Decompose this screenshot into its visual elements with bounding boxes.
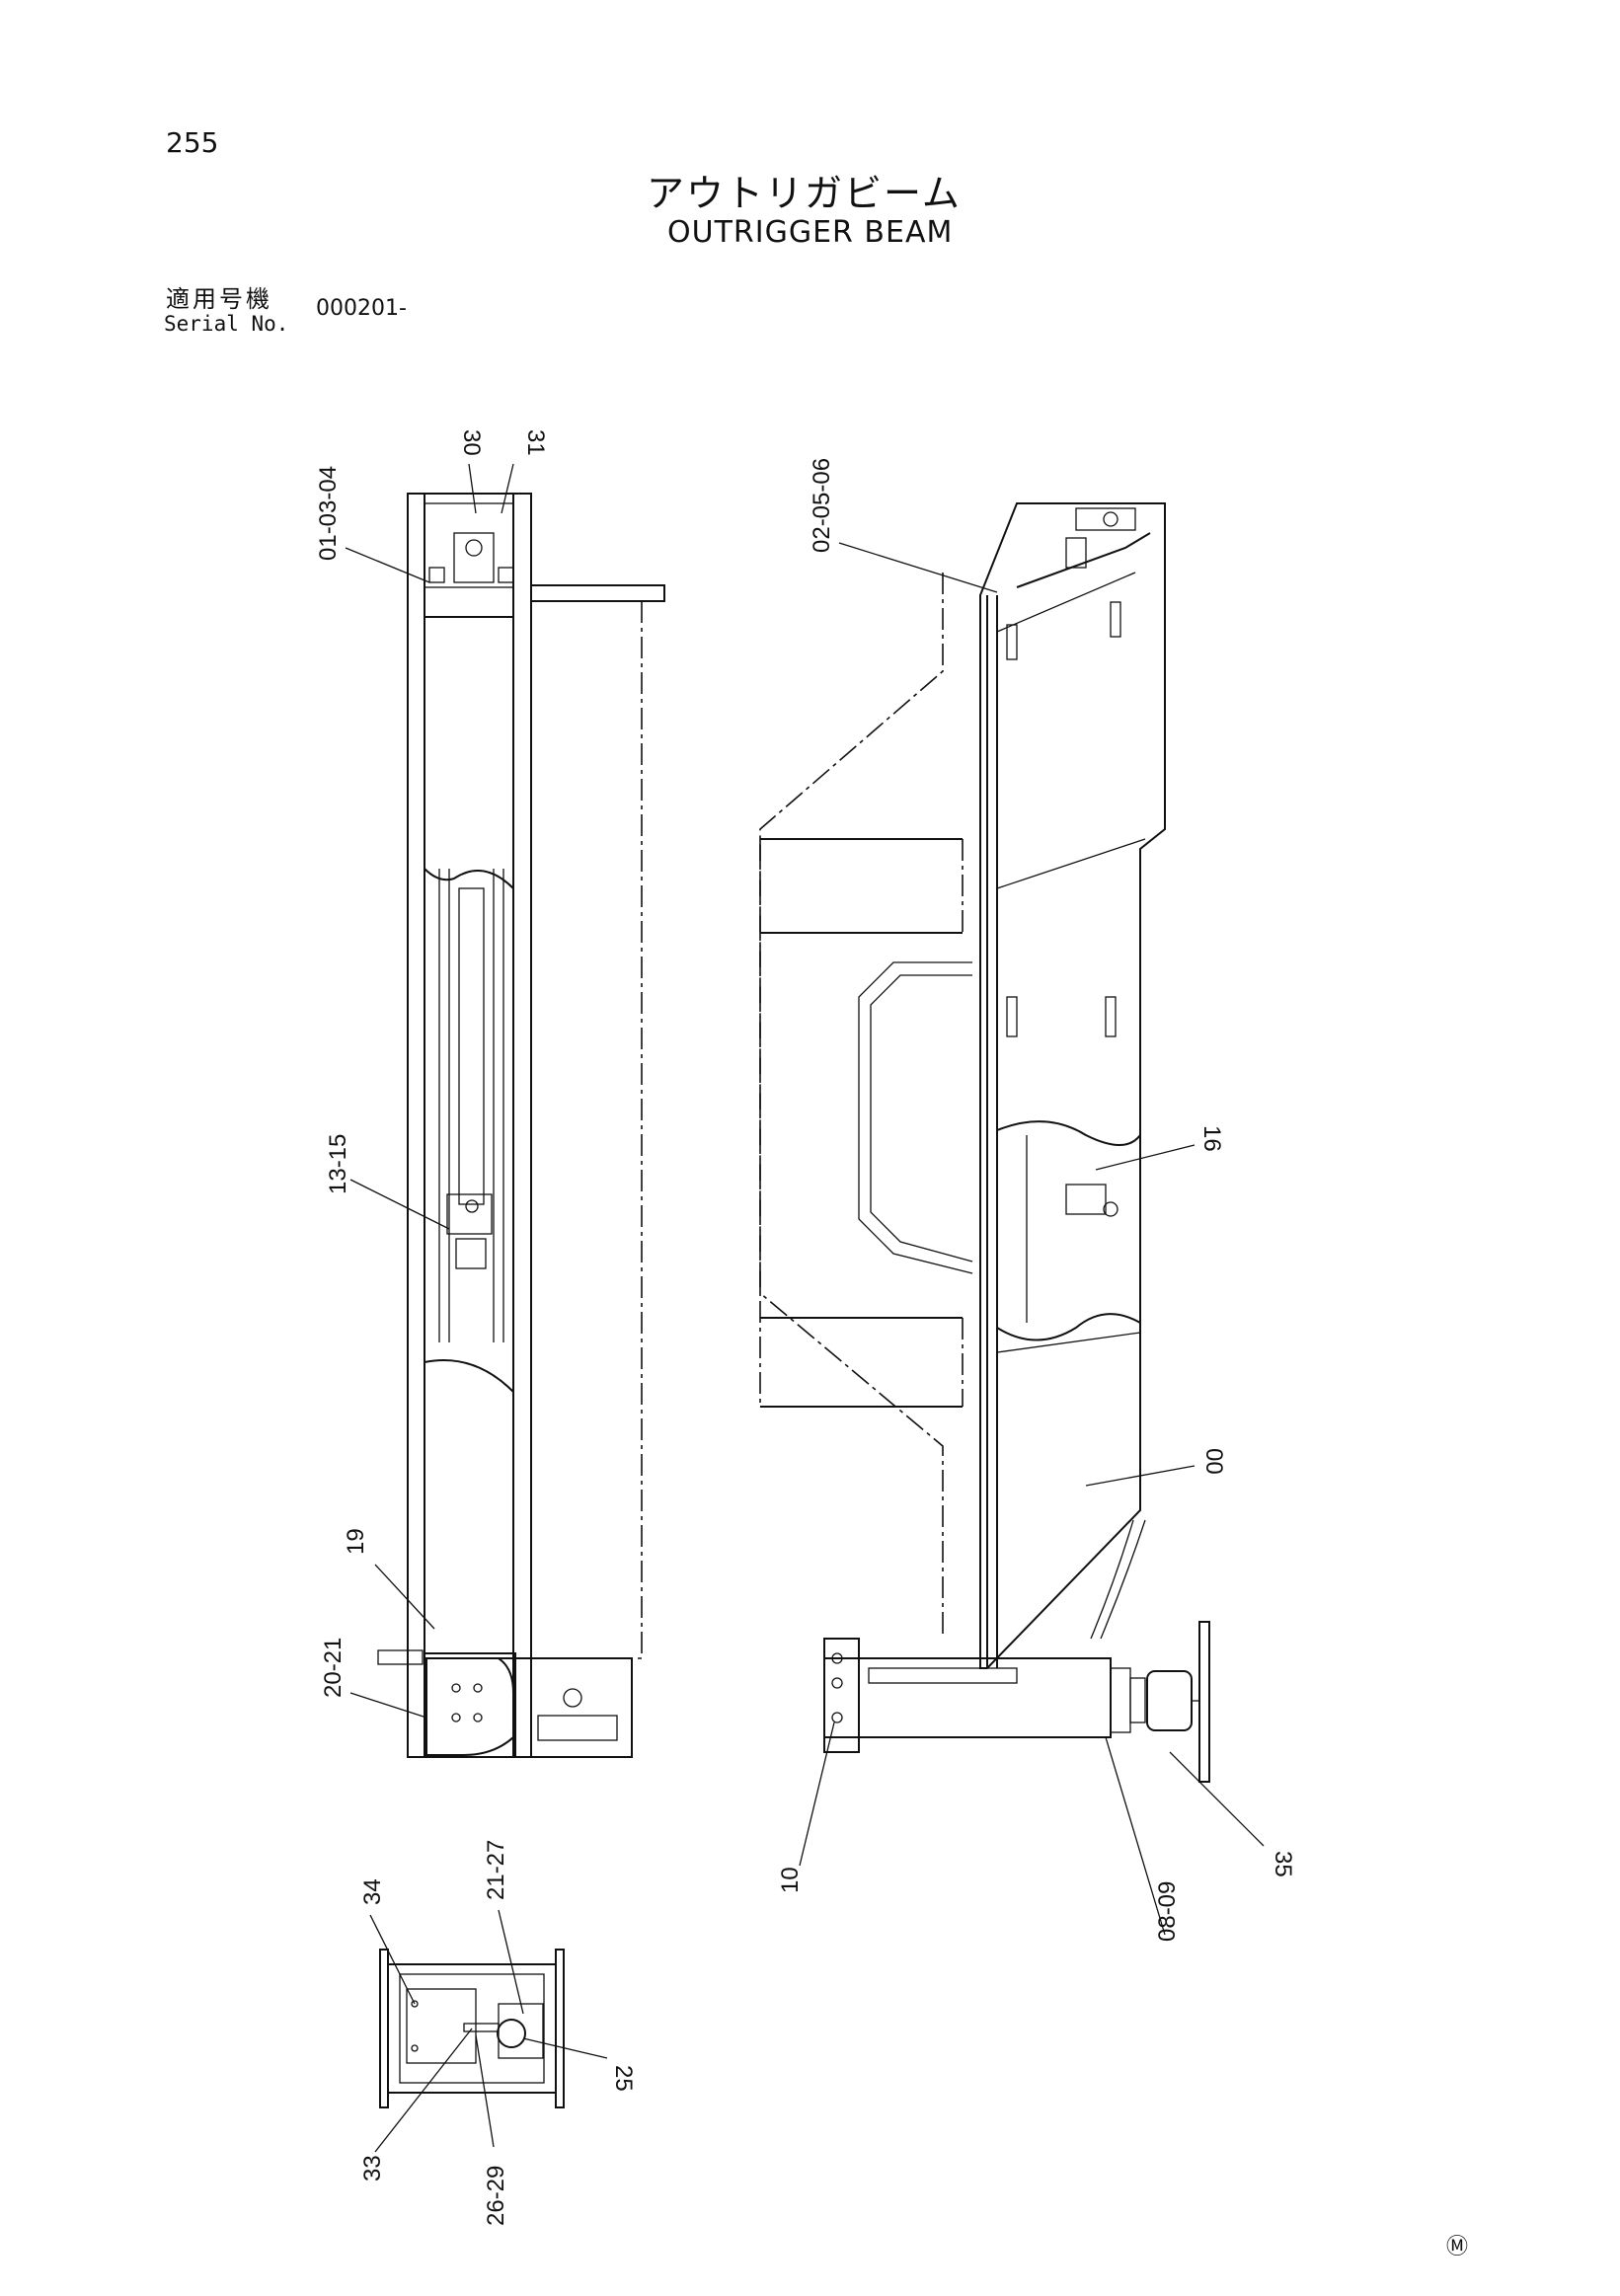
callout-19: 19 [343, 1528, 369, 1555]
serial-number-value: 000201- [316, 296, 407, 321]
beam-side-view [759, 502, 1210, 1783]
callout-33: 33 [359, 2155, 386, 2181]
callout-10: 10 [777, 1867, 804, 1893]
title-english: OUTRIGGER BEAM [667, 215, 954, 250]
callout-02-05-06: 02-05-06 [809, 458, 835, 553]
beam-end-view [379, 1949, 565, 2108]
page-number: 255 [166, 126, 219, 159]
callout-00: 00 [1200, 1448, 1227, 1475]
callout-13-15: 13-15 [325, 1134, 351, 1194]
callout-35: 35 [1270, 1851, 1296, 1877]
callout-16: 16 [1198, 1125, 1225, 1152]
serial-label-english: Serial No. [164, 312, 289, 336]
callout-25: 25 [610, 2065, 637, 2092]
callout-31: 31 [522, 429, 549, 456]
callout-08-09: 08-09 [1154, 1881, 1181, 1942]
callout-26-29: 26-29 [483, 2166, 509, 2226]
callout-01-03-04: 01-03-04 [315, 466, 342, 561]
leader-lines [345, 463, 1265, 2153]
title-japanese: アウトリガビーム [647, 172, 962, 215]
callout-labels: 30 31 01-03-04 13-15 19 20-21 02-05-06 1… [315, 429, 1296, 2226]
callout-21-27: 21-27 [483, 1840, 509, 1900]
serial-label-japanese: 適用号機 [166, 285, 272, 313]
callout-30: 30 [458, 429, 485, 456]
manufacturer-mark: Ⓜ [1446, 2235, 1469, 2259]
callout-34: 34 [359, 1878, 386, 1905]
beam-top-view [377, 493, 665, 1758]
callout-20-21: 20-21 [320, 1638, 347, 1698]
